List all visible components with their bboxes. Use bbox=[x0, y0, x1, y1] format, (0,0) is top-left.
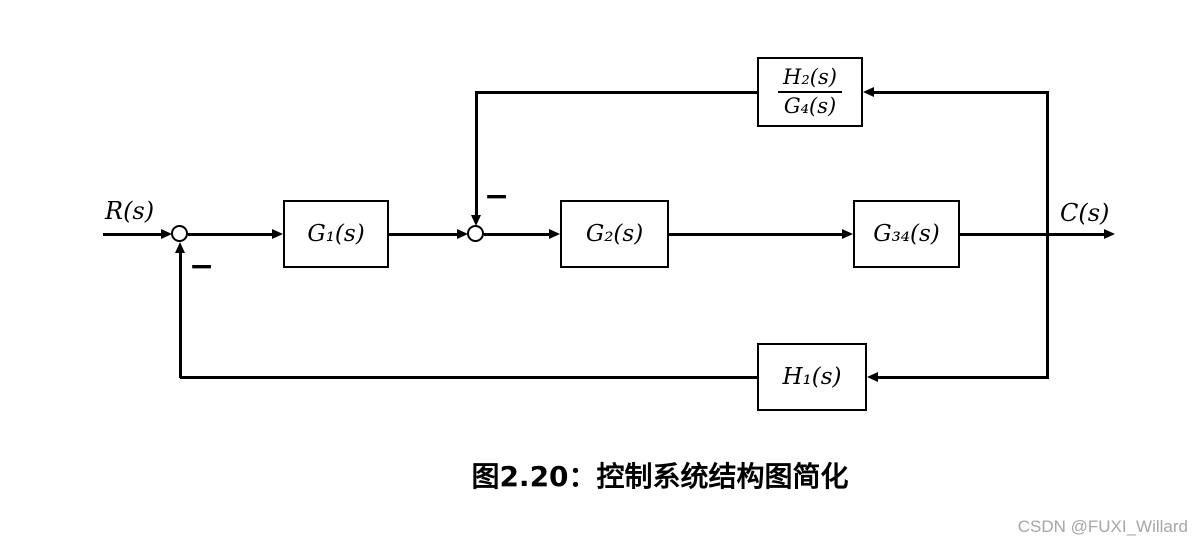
block-g34: G₃₄(s) bbox=[853, 200, 960, 268]
block-g1: G₁(s) bbox=[283, 200, 389, 268]
fraction-bar bbox=[778, 90, 842, 94]
output-signal-label: C(s) bbox=[1060, 199, 1110, 227]
wire-g1-to-sum2 bbox=[389, 233, 459, 236]
wire-output bbox=[960, 233, 1106, 236]
sum1-minus-sign: − bbox=[189, 249, 215, 284]
arrowhead-into-g2-icon bbox=[549, 229, 560, 239]
arrowhead-into-h1-icon bbox=[867, 372, 878, 382]
block-h2-over-g4-numerator: H₂(s) bbox=[783, 64, 837, 89]
wire-up-to-sum1 bbox=[179, 251, 182, 378]
wire-sum2-to-g2 bbox=[484, 233, 551, 236]
wire-h2g4-to-sum2 bbox=[475, 91, 757, 94]
arrowhead-into-g1-icon bbox=[272, 229, 283, 239]
arrowhead-output-icon bbox=[1104, 229, 1115, 239]
input-signal-label: R(s) bbox=[105, 197, 155, 225]
arrowhead-into-g34-icon bbox=[842, 229, 853, 239]
wire-pickoff-to-h2g4 bbox=[869, 91, 1049, 94]
wire-sum1-to-g1 bbox=[188, 233, 274, 236]
wire-input bbox=[103, 233, 163, 236]
block-h2-over-g4-denominator: G₄(s) bbox=[783, 94, 837, 119]
arrowhead-up-into-sum1-icon bbox=[175, 242, 185, 253]
sum2-minus-sign: − bbox=[484, 179, 510, 214]
summing-junction-2 bbox=[467, 225, 484, 242]
wire-h1-to-sum1 bbox=[180, 376, 757, 379]
block-g2: G₂(s) bbox=[560, 200, 669, 268]
figure-caption: 图2.20：控制系统结构图简化 bbox=[471, 460, 849, 493]
wire-down-to-sum2 bbox=[475, 91, 478, 216]
block-g1-label: G₁(s) bbox=[307, 221, 365, 247]
block-g34-label: G₃₄(s) bbox=[873, 221, 940, 247]
arrowhead-down-into-sum2-icon bbox=[471, 215, 481, 226]
wire-pickoff-to-h1 bbox=[878, 376, 1048, 379]
block-h2-over-g4: H₂(s) G₄(s) bbox=[757, 57, 863, 127]
watermark: CSDN @FUXI_Willard bbox=[1017, 517, 1188, 536]
arrowhead-into-sum2-icon bbox=[457, 229, 468, 239]
wire-pickoff-up bbox=[1046, 91, 1049, 234]
summing-junction-1 bbox=[171, 225, 188, 242]
block-h1: H₁(s) bbox=[757, 343, 867, 411]
block-g2-label: G₂(s) bbox=[585, 221, 644, 247]
arrowhead-into-h2g4-icon bbox=[863, 87, 874, 97]
wire-g2-to-g34 bbox=[669, 233, 844, 236]
wire-pickoff-down bbox=[1046, 234, 1049, 379]
block-h1-label: H₁(s) bbox=[782, 364, 842, 390]
arrowhead-into-sum1-icon bbox=[161, 229, 172, 239]
